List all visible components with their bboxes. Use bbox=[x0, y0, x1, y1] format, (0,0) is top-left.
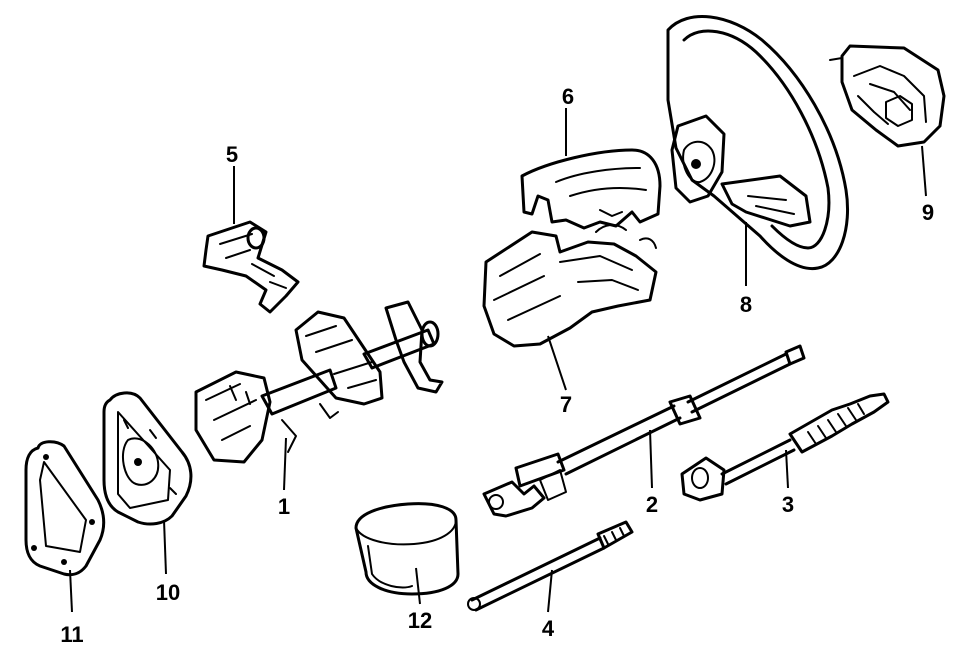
callout-6: 6 bbox=[562, 84, 574, 109]
callout-5: 5 bbox=[226, 142, 238, 167]
callout-10: 10 bbox=[156, 580, 180, 605]
leader-4 bbox=[547, 569, 553, 613]
callout-2: 2 bbox=[646, 492, 658, 517]
part-5-bracket bbox=[202, 220, 300, 314]
callout-9: 9 bbox=[922, 200, 934, 225]
part-10-column-boot bbox=[102, 391, 193, 526]
leader-7 bbox=[547, 335, 567, 391]
part-9-airbag-module bbox=[829, 44, 946, 148]
callout-4: 4 bbox=[542, 616, 555, 641]
part-1-steering-column bbox=[194, 300, 444, 464]
part-4-shaft bbox=[467, 520, 634, 612]
callout-8: 8 bbox=[740, 292, 752, 317]
callout-11: 11 bbox=[60, 622, 83, 647]
part-3-lower-shaft bbox=[680, 392, 890, 502]
leader-1 bbox=[283, 437, 287, 491]
leader-12 bbox=[415, 567, 421, 605]
callout-7: 7 bbox=[560, 392, 572, 417]
part-7-lower-column-cover bbox=[482, 224, 658, 348]
callout-3: 3 bbox=[782, 492, 794, 517]
leader-2 bbox=[649, 429, 653, 489]
leader-10 bbox=[163, 519, 167, 575]
part-11-gasket bbox=[24, 440, 106, 577]
leader-9 bbox=[921, 145, 927, 197]
part-6-upper-column-cover bbox=[520, 148, 662, 230]
part-12-cylinder-cover bbox=[354, 502, 460, 596]
leader-3 bbox=[785, 449, 789, 489]
part-8-steering-wheel bbox=[666, 15, 850, 271]
leader-11 bbox=[69, 569, 73, 613]
part-2-intermediate-shaft bbox=[482, 344, 806, 518]
callout-numbers: 6 7 8 9 5 1 2 3 4 10 11 12 bbox=[60, 84, 934, 647]
leader-lines bbox=[69, 108, 927, 613]
callout-1: 1 bbox=[278, 494, 290, 519]
callout-12: 12 bbox=[408, 608, 432, 633]
